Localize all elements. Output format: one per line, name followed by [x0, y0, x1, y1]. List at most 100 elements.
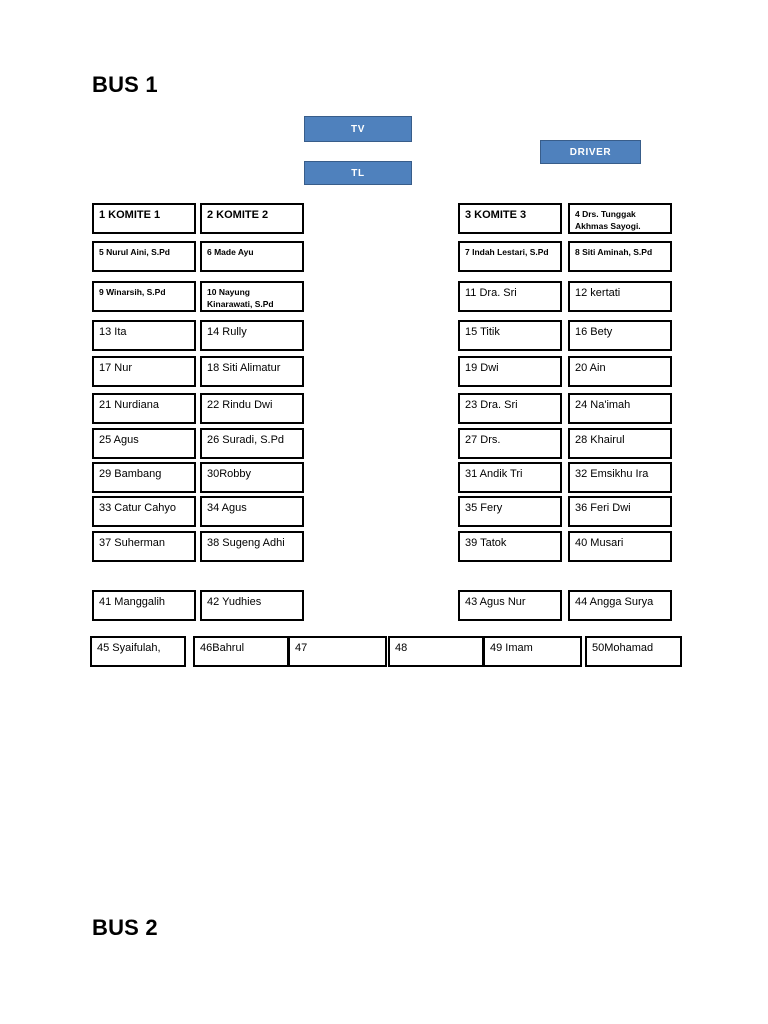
- seat-37[interactable]: 37 Suherman: [92, 531, 196, 562]
- page-title-bus-1: BUS 1: [92, 72, 158, 97]
- seat-6[interactable]: 6 Made Ayu: [200, 241, 304, 272]
- seat-5-label: 5 Nurul Aini, S.Pd: [99, 247, 170, 257]
- seat-11-label: 11 Dra. Sri: [465, 287, 517, 299]
- seat-16-label: 16 Bety: [575, 326, 613, 338]
- seat-31-label: 31 Andik Tri: [465, 468, 523, 480]
- seat-45-label: 45 Syaifulah,: [97, 642, 161, 654]
- seat-42[interactable]: 42 Yudhies: [200, 590, 304, 621]
- seat-4[interactable]: 4 Drs. Tunggak Akhmas Sayogi.: [568, 203, 672, 234]
- seat-6-label: 6 Made Ayu: [207, 247, 254, 257]
- seat-43-label: 43 Agus Nur: [465, 596, 526, 608]
- seat-26-label: 26 Suradi, S.Pd: [207, 434, 285, 446]
- seat-17-label: 17 Nur: [99, 362, 133, 374]
- seat-38-label: 38 Sugeng Adhi: [207, 537, 285, 549]
- seat-15[interactable]: 15 Titik: [458, 320, 562, 351]
- seat-50-label: 50Mohamad: [592, 642, 654, 654]
- seat-44-label: 44 Angga Surya: [575, 596, 654, 608]
- seat-14[interactable]: 14 Rully: [200, 320, 304, 351]
- seat-45[interactable]: 45 Syaifulah,: [90, 636, 186, 667]
- seat-34[interactable]: 34 Agus: [200, 496, 304, 527]
- seat-37-label: 37 Suherman: [99, 537, 166, 549]
- seat-47-label: 47: [295, 642, 308, 654]
- seat-12-label: 12 kertati: [575, 287, 621, 299]
- seat-33[interactable]: 33 Catur Cahyo: [92, 496, 196, 527]
- seat-13-label: 13 Ita: [99, 326, 127, 338]
- seat-25-label: 25 Agus: [99, 434, 139, 446]
- seat-11[interactable]: 11 Dra. Sri: [458, 281, 562, 312]
- seat-27[interactable]: 27 Drs.: [458, 428, 562, 459]
- seat-34-label: 34 Agus: [207, 502, 247, 514]
- seat-10-label: 10 Nayung Kinarawati, S.Pd: [207, 287, 274, 309]
- seat-32-label: 32 Emsikhu Ira: [575, 468, 649, 480]
- seat-18[interactable]: 18 Siti Alimatur: [200, 356, 304, 387]
- seat-17[interactable]: 17 Nur: [92, 356, 196, 387]
- page-title-bus-2: BUS 2: [92, 915, 158, 940]
- seat-10[interactable]: 10 Nayung Kinarawati, S.Pd: [200, 281, 304, 312]
- seat-8[interactable]: 8 Siti Aminah, S.Pd: [568, 241, 672, 272]
- seat-9[interactable]: 9 Winarsih, S.Pd: [92, 281, 196, 312]
- seat-25[interactable]: 25 Agus: [92, 428, 196, 459]
- seat-33-label: 33 Catur Cahyo: [99, 502, 177, 514]
- seat-30[interactable]: 30Robby: [200, 462, 304, 493]
- seat-1[interactable]: 1 KOMITE 1: [92, 203, 196, 234]
- seat-35-label: 35 Fery: [465, 502, 503, 514]
- seat-40[interactable]: 40 Musari: [568, 531, 672, 562]
- seat-1-label: 1 KOMITE 1: [99, 209, 161, 221]
- seat-21[interactable]: 21 Nurdiana: [92, 393, 196, 424]
- seat-9-label: 9 Winarsih, S.Pd: [99, 287, 166, 297]
- seat-29-label: 29 Bambang: [99, 468, 162, 480]
- seat-19-label: 19 Dwi: [465, 362, 499, 374]
- seat-22[interactable]: 22 Rindu Dwi: [200, 393, 304, 424]
- seat-47[interactable]: 47: [288, 636, 387, 667]
- seat-14-label: 14 Rully: [207, 326, 247, 338]
- seat-13[interactable]: 13 Ita: [92, 320, 196, 351]
- seat-28-label: 28 Khairul: [575, 434, 625, 446]
- seat-16[interactable]: 16 Bety: [568, 320, 672, 351]
- seat-30-label: 30Robby: [207, 468, 252, 480]
- seat-28[interactable]: 28 Khairul: [568, 428, 672, 459]
- seat-3[interactable]: 3 KOMITE 3: [458, 203, 562, 234]
- seat-39-label: 39 Tatok: [465, 537, 507, 549]
- seat-19[interactable]: 19 Dwi: [458, 356, 562, 387]
- tv-label-box: TV: [304, 116, 412, 142]
- seat-48-label: 48: [395, 642, 408, 654]
- seat-15-label: 15 Titik: [465, 326, 500, 338]
- seat-20-label: 20 Ain: [575, 362, 606, 374]
- seat-7[interactable]: 7 Indah Lestari, S.Pd: [458, 241, 562, 272]
- seat-24[interactable]: 24 Na'imah: [568, 393, 672, 424]
- seat-36[interactable]: 36 Feri Dwi: [568, 496, 672, 527]
- seat-44[interactable]: 44 Angga Surya: [568, 590, 672, 621]
- seat-8-label: 8 Siti Aminah, S.Pd: [575, 247, 653, 257]
- seat-41-label: 41 Manggalih: [99, 596, 166, 608]
- seat-40-label: 40 Musari: [575, 537, 624, 549]
- seat-50[interactable]: 50Mohamad: [585, 636, 682, 667]
- seat-43[interactable]: 43 Agus Nur: [458, 590, 562, 621]
- seat-35[interactable]: 35 Fery: [458, 496, 562, 527]
- seat-48[interactable]: 48: [388, 636, 484, 667]
- seat-20[interactable]: 20 Ain: [568, 356, 672, 387]
- seat-23[interactable]: 23 Dra. Sri: [458, 393, 562, 424]
- seat-4-label: 4 Drs. Tunggak Akhmas Sayogi.: [575, 209, 641, 231]
- seat-29[interactable]: 29 Bambang: [92, 462, 196, 493]
- seat-22-label: 22 Rindu Dwi: [207, 399, 273, 411]
- seat-38[interactable]: 38 Sugeng Adhi: [200, 531, 304, 562]
- seat-27-label: 27 Drs.: [465, 434, 501, 446]
- seat-32[interactable]: 32 Emsikhu Ira: [568, 462, 672, 493]
- seat-31[interactable]: 31 Andik Tri: [458, 462, 562, 493]
- seat-49-label: 49 Imam: [490, 642, 533, 654]
- seat-7-label: 7 Indah Lestari, S.Pd: [465, 247, 549, 257]
- seat-2[interactable]: 2 KOMITE 2: [200, 203, 304, 234]
- seat-26[interactable]: 26 Suradi, S.Pd: [200, 428, 304, 459]
- seat-46[interactable]: 46Bahrul: [193, 636, 289, 667]
- seat-5[interactable]: 5 Nurul Aini, S.Pd: [92, 241, 196, 272]
- seat-24-label: 24 Na'imah: [575, 399, 631, 411]
- seat-41[interactable]: 41 Manggalih: [92, 590, 196, 621]
- seat-49[interactable]: 49 Imam: [483, 636, 582, 667]
- seat-2-label: 2 KOMITE 2: [207, 209, 269, 221]
- seat-36-label: 36 Feri Dwi: [575, 502, 631, 514]
- seat-12[interactable]: 12 kertati: [568, 281, 672, 312]
- seat-18-label: 18 Siti Alimatur: [207, 362, 281, 374]
- seat-39[interactable]: 39 Tatok: [458, 531, 562, 562]
- driver-label-box: DRIVER: [540, 140, 641, 164]
